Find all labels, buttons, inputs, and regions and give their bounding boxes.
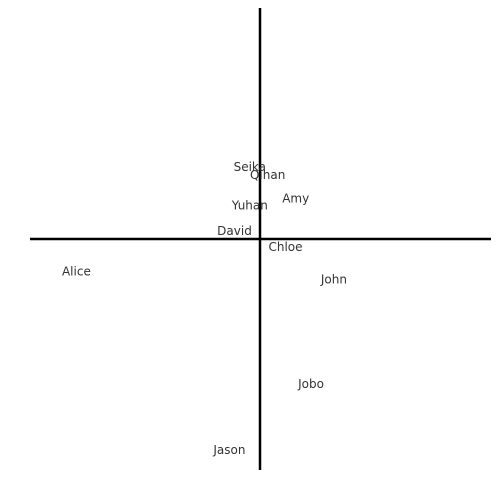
point-label-qihan: Qihan — [250, 168, 285, 182]
point-label-john: John — [320, 272, 347, 286]
point-label-jason: Jason — [212, 443, 245, 457]
axes — [30, 8, 491, 470]
point-label-amy: Amy — [282, 192, 309, 206]
point-label-david: David — [217, 224, 252, 238]
point-label-jobo: Jobo — [297, 377, 324, 391]
point-label-chloe: Chloe — [268, 240, 302, 254]
point-label-alice: Alice — [62, 265, 91, 279]
point-label-seika: Seika — [234, 160, 266, 174]
point-label-yuhan: Yuhan — [231, 198, 268, 212]
